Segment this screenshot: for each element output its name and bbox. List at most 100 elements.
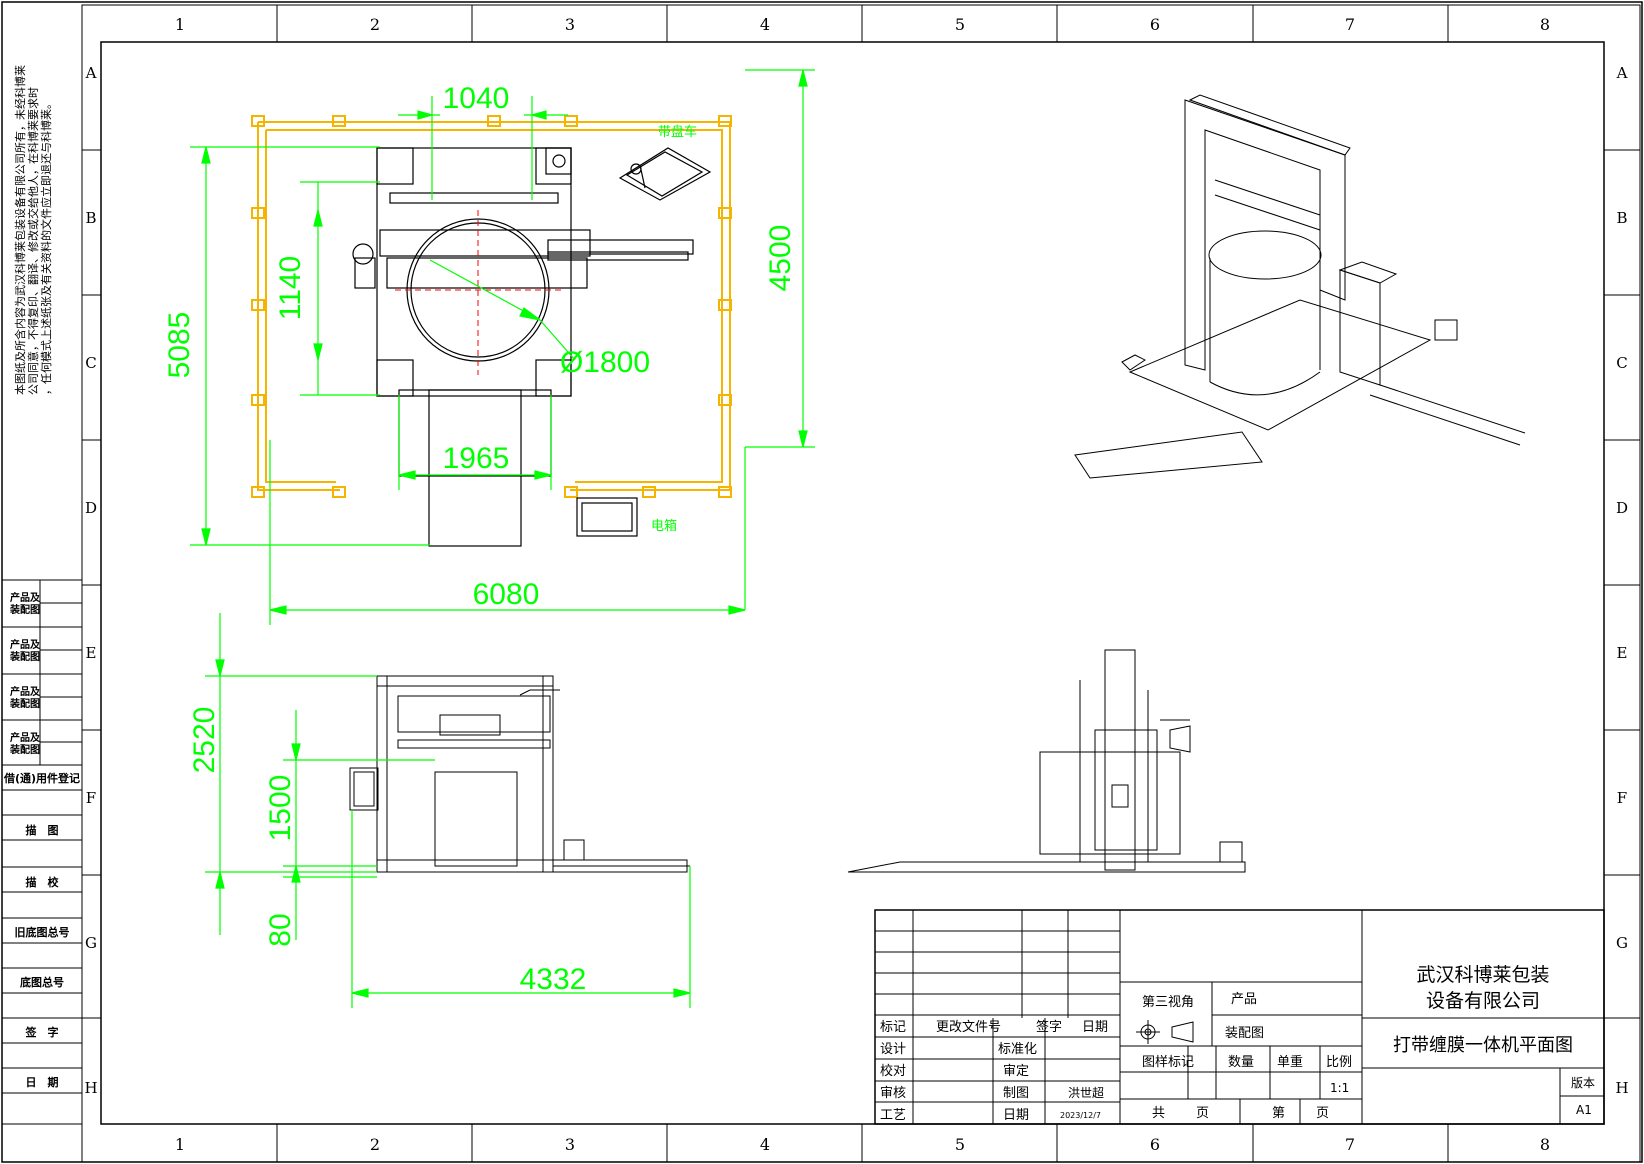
zone-ticks bbox=[82, 5, 1640, 1162]
inner-frame bbox=[100, 41, 1605, 1125]
front-dimensions bbox=[205, 613, 691, 1008]
row-label-left-H: H bbox=[84, 1079, 97, 1097]
row-label-right-A: A bbox=[1616, 64, 1628, 82]
plan-dimensions bbox=[190, 69, 815, 625]
front-view: 2520 1500 80 4332 bbox=[188, 613, 691, 1008]
strip-box-4-label-a: 产品及 bbox=[10, 731, 41, 744]
dim-1965: 1965 bbox=[443, 442, 510, 475]
tb-process: 工艺 bbox=[880, 1108, 906, 1123]
tb-date: 日期 bbox=[1003, 1108, 1029, 1123]
strip-box-2-label-a: 产品及 bbox=[10, 638, 41, 651]
dim-2520: 2520 bbox=[188, 707, 221, 774]
column-label-top-6: 6 bbox=[1150, 15, 1160, 34]
tb-sheet: 第 bbox=[1272, 1106, 1285, 1121]
strip-box-2-label-b: 装配图 bbox=[9, 650, 40, 663]
tb-scale-label: 比例 bbox=[1326, 1055, 1352, 1070]
column-label-top-5: 5 bbox=[955, 15, 965, 34]
safety-fence bbox=[251, 115, 732, 498]
strip-label-borrow: 借(通)用件登记 bbox=[3, 771, 80, 785]
tb-pattern-mark: 图样标记 bbox=[1142, 1055, 1194, 1070]
tb-mark: 标记 bbox=[880, 1020, 906, 1035]
tb-version: A1 bbox=[1576, 1103, 1592, 1117]
column-label-bottom-6: 6 bbox=[1150, 1135, 1160, 1154]
tb-company-line1: 武汉科博莱包装 bbox=[1416, 964, 1549, 986]
column-label-top-7: 7 bbox=[1345, 15, 1355, 34]
tb-review: 审核 bbox=[880, 1086, 906, 1101]
row-label-left-A: A bbox=[85, 64, 97, 82]
side-view bbox=[847, 649, 1246, 873]
dim-6080: 6080 bbox=[473, 578, 540, 611]
strip-label-date: 日 期 bbox=[26, 1075, 59, 1089]
row-label-left-G: G bbox=[85, 934, 97, 952]
row-label-left-C: C bbox=[85, 354, 96, 372]
tb-check: 校对 bbox=[880, 1063, 906, 1079]
title-block bbox=[874, 909, 1605, 1125]
tb-product: 产品 bbox=[1231, 992, 1257, 1007]
tb-total: 共 bbox=[1152, 1106, 1165, 1121]
strip-box-4-label-b: 装配图 bbox=[9, 743, 40, 756]
row-label-left-D: D bbox=[85, 499, 97, 517]
ownership-notice: 本图纸及所含内容为武汉科博莱包装设备有限公司所有，未经科博莱 公司同意，不得复印… bbox=[13, 62, 53, 396]
tb-projection: 第三视角 bbox=[1142, 995, 1194, 1010]
row-label-right-H: H bbox=[1615, 1079, 1628, 1097]
column-label-bottom-1: 1 bbox=[175, 1135, 185, 1154]
title-block-text: 标记 更改文件号 签字 日期 设计 校对 审核 工艺 标准化 审定 制图 日期 … bbox=[880, 964, 1595, 1123]
zone-frame bbox=[81, 4, 1641, 1163]
dim-80: 80 bbox=[264, 913, 297, 946]
column-label-top-4: 4 bbox=[760, 15, 770, 34]
tb-draw: 制图 bbox=[1003, 1086, 1029, 1101]
plan-view: 带盘车 电箱 bbox=[163, 69, 815, 625]
pallet-cart-label: 带盘车 bbox=[658, 124, 697, 140]
tb-draw-date: 2023/12/7 bbox=[1060, 1111, 1101, 1120]
column-label-top-3: 3 bbox=[565, 15, 575, 34]
dim-4500: 4500 bbox=[764, 225, 797, 292]
row-label-right-B: B bbox=[1616, 209, 1627, 227]
dim-4332: 4332 bbox=[520, 963, 587, 996]
row-label-right-G: G bbox=[1616, 934, 1628, 952]
tb-company-line2: 设备有限公司 bbox=[1426, 990, 1540, 1012]
row-label-left-F: F bbox=[86, 789, 96, 807]
pallet-cart bbox=[618, 147, 712, 201]
tb-change-no: 更改文件号 bbox=[936, 1020, 1001, 1035]
tb-assembly: 装配图 bbox=[1225, 1026, 1264, 1041]
tb-drawing-title: 打带缠膜一体机平面图 bbox=[1393, 1035, 1573, 1056]
dim-1500: 1500 bbox=[264, 775, 297, 842]
electric-box-label: 电箱 bbox=[651, 518, 677, 534]
tb-drawer-name: 洪世超 bbox=[1068, 1085, 1104, 1100]
column-label-bottom-8: 8 bbox=[1540, 1135, 1550, 1154]
tb-scale: 1:1 bbox=[1330, 1081, 1349, 1095]
tb-date-header: 日期 bbox=[1082, 1020, 1108, 1035]
column-label-bottom-5: 5 bbox=[955, 1135, 965, 1154]
strip-box-1-label-b: 装配图 bbox=[9, 603, 40, 616]
strip-box-3-label-b: 装配图 bbox=[9, 697, 40, 710]
strip-box-3-label-a: 产品及 bbox=[10, 685, 41, 698]
tb-total-page: 页 bbox=[1196, 1106, 1209, 1121]
strip-label-trace: 描 图 bbox=[26, 823, 59, 837]
tb-approve: 审定 bbox=[1003, 1064, 1029, 1079]
center-lines bbox=[395, 210, 562, 375]
row-label-left-E: E bbox=[86, 644, 97, 662]
dim-diameter-1800: Ø1800 bbox=[560, 346, 650, 379]
tb-standard: 标准化 bbox=[998, 1042, 1037, 1057]
column-label-bottom-3: 3 bbox=[565, 1135, 575, 1154]
column-label-top-2: 2 bbox=[370, 15, 380, 34]
tb-quantity: 数量 bbox=[1228, 1055, 1254, 1070]
tb-sign: 签字 bbox=[1036, 1019, 1062, 1035]
row-label-right-C: C bbox=[1616, 354, 1627, 372]
column-label-top-1: 1 bbox=[175, 15, 185, 34]
strip-label-base-total: 底图总号 bbox=[20, 975, 64, 989]
tb-design: 设计 bbox=[880, 1042, 906, 1057]
row-label-right-D: D bbox=[1616, 499, 1628, 517]
tb-version-label: 版本 bbox=[1571, 1076, 1595, 1090]
machine-front bbox=[349, 675, 690, 873]
row-label-right-F: F bbox=[1617, 789, 1627, 807]
dim-1040: 1040 bbox=[443, 82, 510, 115]
tb-weight: 单重 bbox=[1277, 1054, 1303, 1070]
left-strip-table bbox=[2, 579, 82, 1125]
strip-label-signature: 签 字 bbox=[25, 1025, 59, 1039]
row-label-left-B: B bbox=[85, 209, 96, 227]
strip-label-old-total: 旧底图总号 bbox=[15, 925, 70, 939]
row-label-right-E: E bbox=[1617, 644, 1628, 662]
